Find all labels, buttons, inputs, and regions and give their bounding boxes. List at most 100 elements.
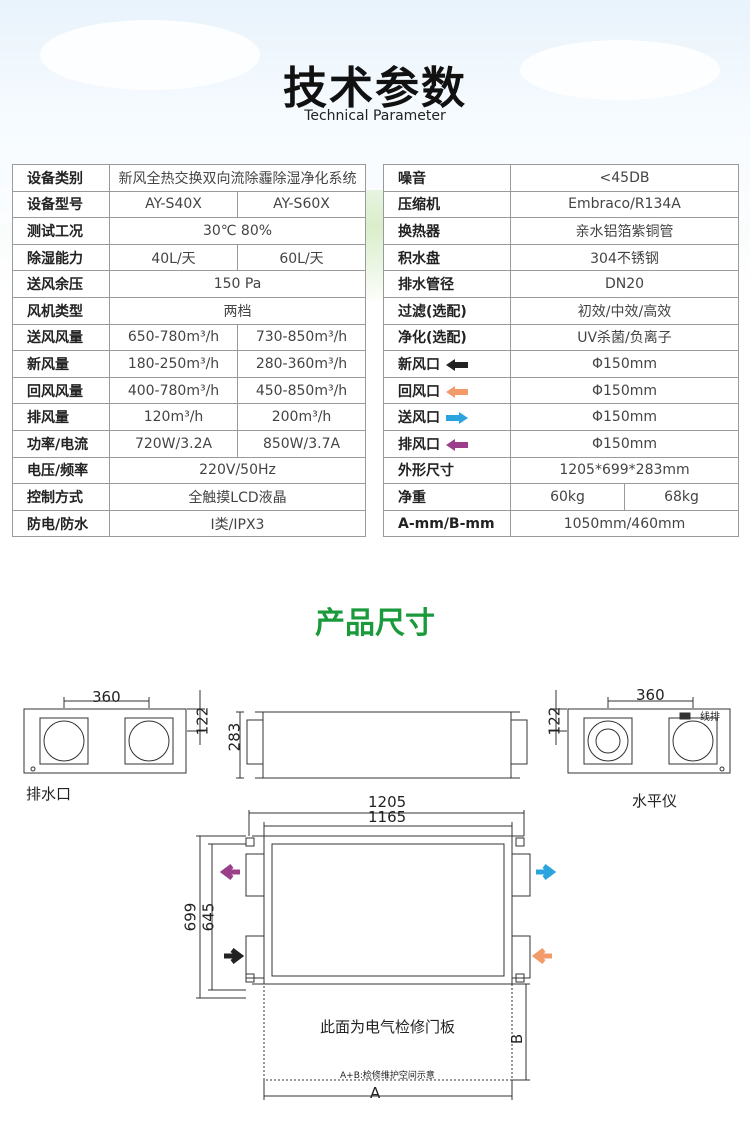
label-level: 水平仪 xyxy=(632,792,678,810)
page-subtitle: Technical Parameter xyxy=(304,108,446,124)
spec-label-text: 排水管径 xyxy=(398,277,454,294)
spec-label: 新风口 xyxy=(383,350,511,378)
spec-label: 功率/电流 xyxy=(12,429,110,458)
table-row: 风机类型两档 xyxy=(12,296,366,325)
spec-label: 设备型号 xyxy=(12,190,110,219)
spec-value: 40L/天 xyxy=(109,243,238,272)
spec-value: AY-S60X xyxy=(237,190,366,219)
spec-label-text: A-mm/B-mm xyxy=(398,515,495,532)
spec-value: I类/IPX3 xyxy=(109,509,366,538)
spec-label: 净化(选配) xyxy=(383,323,511,352)
spec-label: 排风口 xyxy=(383,429,511,458)
spec-label-text: 新风量 xyxy=(27,356,69,373)
spec-label-text: 噪音 xyxy=(398,170,426,187)
spec-label: 排水管径 xyxy=(383,270,511,298)
spec-value: 两档 xyxy=(109,296,366,325)
spec-value: 60L/天 xyxy=(237,243,366,272)
spec-value: 全触摸LCD液晶 xyxy=(109,483,366,511)
dimension-drawing xyxy=(23,690,731,1100)
spec-label-text: 送风风量 xyxy=(27,330,83,347)
spec-value: <45DB xyxy=(510,164,739,192)
spec-value: Embraco/R134A xyxy=(510,190,739,219)
spec-value: 450-850m³/h xyxy=(237,376,366,405)
label-wire: 线排 xyxy=(700,712,720,723)
spec-label-text: 除湿能力 xyxy=(27,250,83,267)
page-title: 技术参数 xyxy=(283,63,467,114)
spec-label-text: 功率/电流 xyxy=(27,436,89,453)
spec-value: 1205*699*283mm xyxy=(510,456,739,485)
spec-value: 新风全热交换双向流除霾除湿净化系统 xyxy=(109,164,366,192)
dim-side-right-height: 122 xyxy=(545,706,564,736)
dim-top-total-height: 699 xyxy=(181,902,200,932)
spec-label: 控制方式 xyxy=(12,483,110,511)
label-b: B xyxy=(508,1033,527,1045)
spec-value: Φ150mm xyxy=(510,403,739,431)
table-row: 排水管径 DN20 xyxy=(383,270,739,298)
spec-label: 回风口 xyxy=(383,376,511,405)
spec-label-text: 压缩机 xyxy=(398,197,440,214)
spec-label: 送风余压 xyxy=(12,270,110,298)
airflow-arrows xyxy=(219,864,557,964)
spec-value: 68kg xyxy=(623,483,740,511)
dim-top-inner-height: 645 xyxy=(199,902,218,932)
airflow-arrow-icon xyxy=(446,385,468,398)
spec-label-text: 电压/频率 xyxy=(27,463,89,480)
table-row: 电压/频率 220V/50Hz xyxy=(12,456,366,485)
spec-label-text: 设备类别 xyxy=(27,170,83,187)
label-panel: 此面为电气检修门板 xyxy=(320,1018,456,1036)
spec-value: 280-360m³/h xyxy=(237,350,366,378)
dim-side-left-height: 122 xyxy=(193,706,212,736)
table-row: 设备类别 新风全热交换双向流除霾除湿净化系统 xyxy=(12,164,366,192)
spec-label: 回风风量 xyxy=(12,376,110,405)
spec-value: UV杀菌/负离子 xyxy=(510,323,739,352)
dim-front-height: 283 xyxy=(225,722,244,752)
table-row: 送风口 Φ150mm xyxy=(383,403,739,431)
spec-label-text: 送风口 xyxy=(398,410,440,427)
spec-value: DN20 xyxy=(510,270,739,298)
return-arrow-icon xyxy=(531,948,552,964)
airflow-arrow-icon xyxy=(446,412,468,425)
exhaust-arrow-icon xyxy=(219,864,240,880)
spec-label-text: 换热器 xyxy=(398,223,440,240)
spec-label-text: 测试工况 xyxy=(27,223,83,240)
front-view xyxy=(236,711,528,779)
table-row: 防电/防水 I类/IPX3 xyxy=(12,509,366,538)
spec-value: 400-780m³/h xyxy=(109,376,238,405)
spec-label: 新风量 xyxy=(12,350,110,378)
spec-label-text: 外形尺寸 xyxy=(398,463,454,480)
spec-label-text: 积水盘 xyxy=(398,250,440,267)
spec-label-text: 净化(选配) xyxy=(398,330,467,347)
spec-value: 初效/中效/高效 xyxy=(510,296,739,325)
spec-label: 测试工况 xyxy=(12,217,110,245)
table-row: 控制方式全触摸LCD液晶 xyxy=(12,483,366,511)
table-row: 排风口 Φ150mm xyxy=(383,429,739,458)
spec-label-text: 过滤(选配) xyxy=(398,303,467,320)
spec-value: 220V/50Hz xyxy=(109,456,366,485)
spec-value: 180-250m³/h xyxy=(109,350,238,378)
table-row: 噪音 <45DB xyxy=(383,164,739,192)
spec-label-text: 防电/防水 xyxy=(27,516,89,533)
spec-label: 过滤(选配) xyxy=(383,296,511,325)
spec-value: 720W/3.2A xyxy=(109,429,238,458)
dim-side-right-width: 360 xyxy=(636,686,665,704)
side-view-right xyxy=(550,690,731,774)
spec-value: Φ150mm xyxy=(510,429,739,458)
spec-label: 积水盘 xyxy=(383,243,511,272)
table-row: 压缩机 Embraco/R134A xyxy=(383,190,739,219)
dim-top-inner-width: 1165 xyxy=(368,808,407,826)
dim-top-total-width: 1205 xyxy=(368,793,407,811)
spec-label-text: 回风口 xyxy=(398,383,440,400)
spec-label-text: 排风口 xyxy=(398,436,440,453)
spec-label: 排风量 xyxy=(12,403,110,431)
